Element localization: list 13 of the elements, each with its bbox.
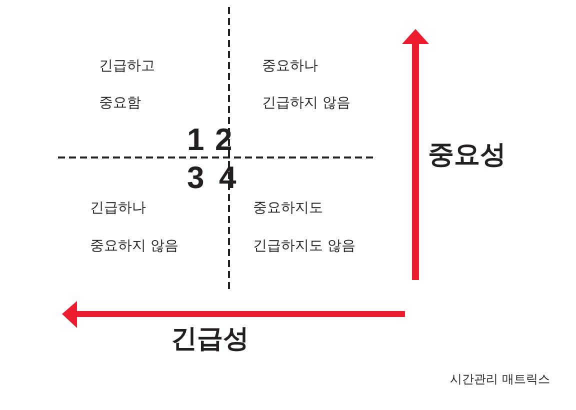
caption: 시간관리 매트릭스 [450, 372, 550, 386]
quadrant-label: 긴급하고 [99, 58, 155, 75]
quadrant-label: 중요하지 않음 [90, 238, 178, 255]
quadrant-label: 긴급하지도 않음 [253, 238, 356, 255]
quadrant-label: 중요하나 [262, 58, 318, 75]
quadrant-number: 3 [187, 162, 204, 193]
quadrant-label: 중요함 [99, 95, 141, 112]
axis-title: 긴급성 [171, 325, 249, 354]
axis-title: 중요성 [428, 141, 506, 170]
quadrant-label: 긴급하나 [90, 200, 146, 217]
quadrant-label: 긴급하지 않음 [262, 95, 350, 112]
quadrant-number: 1 [187, 124, 204, 155]
quadrant-label: 중요하지도 [253, 200, 323, 217]
